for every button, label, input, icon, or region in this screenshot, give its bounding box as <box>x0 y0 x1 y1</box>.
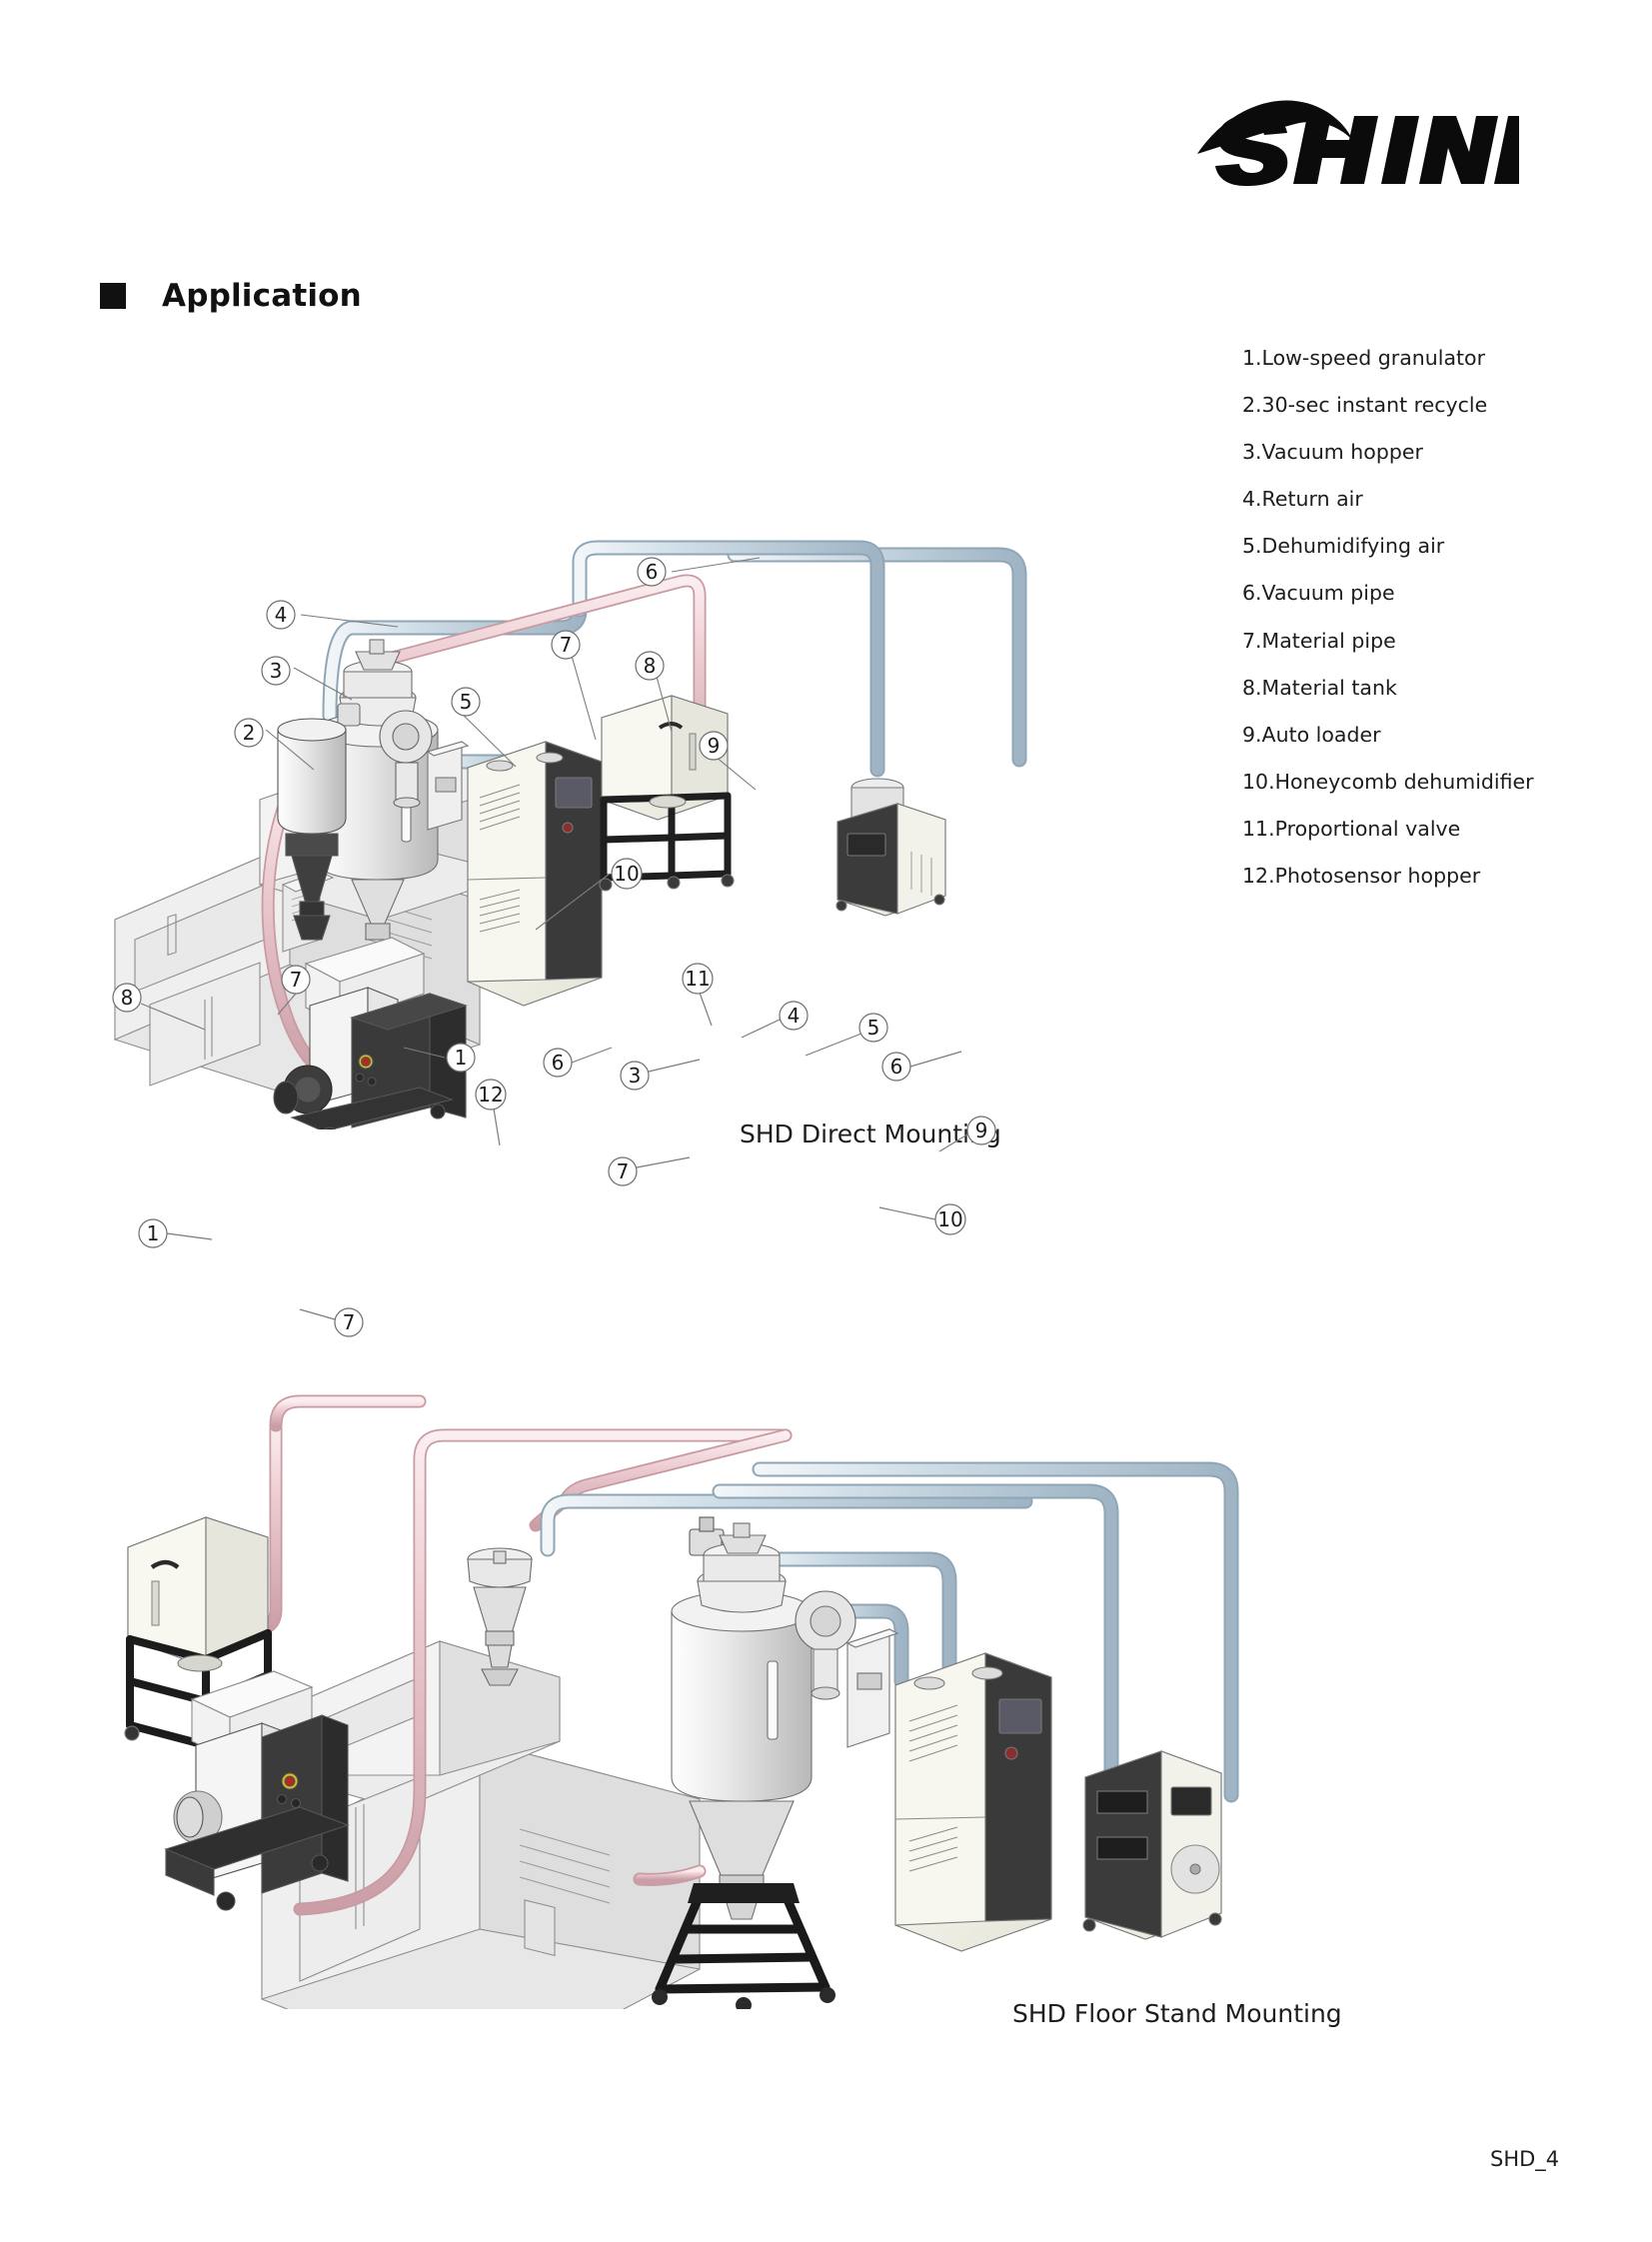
callout-9: 9 <box>699 731 729 761</box>
svg-text:3: 3 <box>270 659 283 683</box>
floor-stand-casters <box>652 1987 835 2009</box>
callout-5: 5 <box>451 687 481 717</box>
photosensor-hopper <box>467 1547 533 1686</box>
callout-1: 1 <box>446 1043 476 1073</box>
legend-item-8: 8.Material tank <box>1242 675 1397 700</box>
page-heading: Application <box>100 278 362 314</box>
vacuum-pipe-top-run <box>572 540 885 778</box>
vacuum-pipe-blue <box>727 547 1027 768</box>
callout-6: 6 <box>637 557 667 587</box>
legend-item-7: 7.Material pipe <box>1242 628 1396 653</box>
auto-loader <box>1082 1750 1222 1940</box>
material-pipe-main <box>293 1428 793 1916</box>
svg-text:10: 10 <box>614 862 639 886</box>
page-title: Application <box>162 278 362 314</box>
shini-logo <box>1189 78 1519 188</box>
shd-direct-mounting-diagram: 6 4 3 5 2 7 8 9 10 1 <box>0 300 1229 1129</box>
callout-10: 10 <box>611 858 643 890</box>
svg-text:10: 10 <box>937 1207 962 1231</box>
callout-bubbles: 6 4 3 5 2 7 8 9 10 1 <box>234 557 729 1073</box>
return-air-pipe <box>740 1551 957 1677</box>
vacuum-hopper-floor-stand <box>671 1522 899 1920</box>
legend-item-10: 10.Honeycomb dehumidifier <box>1242 769 1534 794</box>
legend-item-2: 2.30-sec instant recycle <box>1242 393 1488 418</box>
legend-item-6: 6.Vacuum pipe <box>1242 581 1395 606</box>
return-air-pipe <box>322 602 588 724</box>
hopper-controller <box>426 741 470 831</box>
svg-text:5: 5 <box>460 690 473 714</box>
svg-text:1: 1 <box>455 1046 468 1070</box>
callout-7: 7 <box>551 630 581 660</box>
svg-text:2: 2 <box>243 721 256 745</box>
legend-item-5: 5.Dehumidifying air <box>1242 534 1445 559</box>
callout-7b: 7 <box>608 1156 638 1186</box>
svg-text:8: 8 <box>644 654 657 678</box>
svg-text:7: 7 <box>617 1159 630 1183</box>
dehumidifying-air-pipe <box>798 1603 909 1689</box>
low-speed-granulator <box>164 1670 350 1911</box>
legend-item-3: 3.Vacuum hopper <box>1242 440 1423 465</box>
auto-loader <box>835 778 946 917</box>
vacuum-pipe-run-a <box>540 1493 1033 1557</box>
svg-text:4: 4 <box>275 603 288 627</box>
vacuum-pipe-run-b <box>712 1483 1119 1797</box>
legend-item-12: 12.Photosensor hopper <box>1242 864 1481 889</box>
legend-item-9: 9.Auto loader <box>1242 722 1381 747</box>
low-speed-granulator <box>273 937 468 1129</box>
callout-3: 3 <box>261 656 291 686</box>
shd-floor-stand-mounting-diagram <box>0 1229 1559 2009</box>
honeycomb-dehumidifier <box>894 1652 1052 1952</box>
svg-text:9: 9 <box>708 734 721 758</box>
instant-recycle-unit <box>277 718 347 941</box>
diagram1-caption: SHD Direct Mounting <box>740 1120 1001 1148</box>
diagram2-caption: SHD Floor Stand Mounting <box>1012 1999 1342 2028</box>
vacuum-pipe-run-c <box>752 1461 1239 1803</box>
floor-stand-plate <box>688 1883 800 1903</box>
material-tank <box>599 695 735 892</box>
hopper-blower <box>379 710 433 809</box>
callout-8: 8 <box>635 651 665 681</box>
callout-group <box>265 557 761 1059</box>
square-bullet-icon <box>100 283 126 309</box>
diagram2-callouts <box>0 1229 1559 2009</box>
legend-item-1: 1.Low-speed granulator <box>1242 346 1486 370</box>
callout-2: 2 <box>234 718 264 748</box>
legend-item-4: 4.Return air <box>1242 487 1363 512</box>
page-footer-code: SHD_4 <box>1490 2147 1560 2171</box>
legend-list: 1.Low-speed granulator 2.30-sec instant … <box>1242 348 1602 913</box>
material-pipe-hopper-feed <box>633 1864 707 1886</box>
honeycomb-dehumidifier <box>467 741 603 1007</box>
svg-text:7: 7 <box>560 633 573 657</box>
svg-text:6: 6 <box>646 560 659 584</box>
legend-item-11: 11.Proportional valve <box>1242 816 1461 841</box>
callout-4: 4 <box>266 600 296 630</box>
